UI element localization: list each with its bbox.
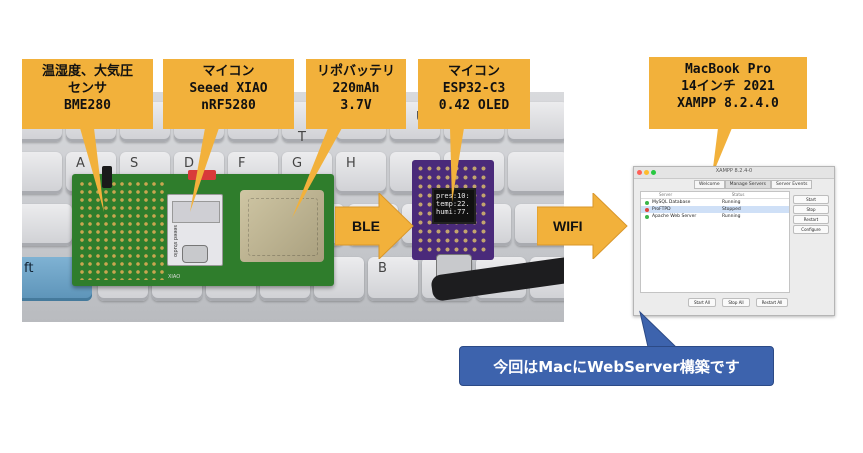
xiao-module: seeed studio — [167, 194, 223, 266]
pointer-esp32 — [450, 128, 464, 202]
key-legend: S — [130, 156, 139, 171]
pointer-xiao — [190, 128, 219, 212]
server-name: MySQL Database — [652, 200, 691, 205]
key-legend: T — [298, 130, 306, 145]
label-line: マイコン — [447, 64, 500, 79]
label-macbook: MacBook Pro 14インチ 2021 XAMPP 8.2.4.0 — [649, 57, 807, 129]
label-line: 220mAh — [332, 81, 380, 96]
keyboard-key — [22, 204, 72, 246]
window-titlebar: XAMPP 8.2.4-0 — [634, 167, 834, 179]
label-line: リポバッテリ — [316, 64, 395, 79]
key-legend: F — [238, 156, 246, 171]
rf-shield — [172, 201, 220, 223]
keyboard-key — [22, 152, 62, 194]
tab-welcome[interactable]: Welcome — [694, 180, 725, 189]
label-line: マイコン — [202, 64, 255, 79]
status-dot-icon — [645, 200, 649, 205]
status-dot-icon — [645, 214, 649, 219]
column-header-status: Status — [731, 192, 745, 197]
ble-arrow — [335, 193, 414, 259]
restart-all-button[interactable]: Restart All — [756, 298, 788, 307]
status-dot-icon — [645, 207, 649, 212]
battery-outline — [248, 198, 318, 256]
server-name: Apache Web Server — [652, 214, 697, 219]
key-legend: A — [76, 156, 85, 171]
label-line: XAMPP 8.2.4.0 — [677, 96, 779, 111]
stop-all-button[interactable]: Stop All — [722, 298, 750, 307]
key-legend: G — [292, 156, 303, 171]
zoom-button[interactable] — [651, 170, 656, 175]
label-line: 0.42 OLED — [438, 98, 510, 113]
server-status: Running — [722, 200, 741, 205]
oled-line: humi:77. — [436, 208, 470, 216]
key-legend: D — [184, 156, 195, 171]
server-list: Server Status MySQL Database Running Pro… — [640, 191, 790, 293]
ble-arrow-label: BLE — [352, 218, 380, 234]
xampp-window: XAMPP 8.2.4-0 Welcome Manage Servers Ser… — [633, 166, 835, 316]
stop-button[interactable]: Stop — [793, 205, 829, 214]
label-line: ESP32-C3 — [442, 81, 506, 96]
bubble-text: 今回はMacにWebServer構築です — [493, 357, 740, 376]
server-row[interactable]: Apache Web Server Running — [641, 213, 789, 220]
tab-manage-servers[interactable]: Manage Servers — [724, 180, 772, 189]
server-status: Running — [722, 214, 741, 219]
board-silkscreen: XIAO — [168, 274, 181, 280]
wifi-arrow-label: WIFI — [553, 218, 583, 234]
label-line: BME280 — [64, 98, 111, 113]
oled-line: temp:22. — [436, 200, 470, 208]
keyboard-key — [508, 152, 564, 194]
arrow-shape — [335, 193, 414, 259]
tab-bar: Welcome Manage Servers Server Events — [694, 180, 813, 189]
label-line: 温湿度、大気圧 — [41, 64, 133, 79]
label-line: センサ — [67, 81, 107, 96]
tab-server-events[interactable]: Server Events — [771, 180, 813, 189]
bubble-tail — [639, 310, 678, 348]
server-name: ProFTPD — [652, 207, 671, 212]
keyboard-key: H — [336, 152, 386, 194]
wifi-arrow — [537, 193, 628, 259]
callout-bubble: 今回はMacにWebServer構築です — [459, 346, 774, 386]
arrow-shape — [537, 193, 628, 259]
minimize-button[interactable] — [644, 170, 649, 175]
server-status: Stopped — [722, 207, 741, 212]
start-all-button[interactable]: Start All — [688, 298, 716, 307]
label-mcu-esp32: マイコン ESP32-C3 0.42 OLED — [418, 59, 530, 129]
xiao-usb-c-port — [182, 245, 208, 263]
protoboard: seeed studio XIAO — [72, 166, 334, 286]
label-battery: リポバッテリ 220mAh 3.7V — [306, 59, 406, 129]
pointer-sensor — [80, 128, 104, 212]
lipo-battery — [240, 190, 324, 262]
label-line: MacBook Pro — [684, 62, 772, 77]
configure-button[interactable]: Configure — [793, 225, 829, 234]
server-row[interactable]: MySQL Database Running — [641, 199, 789, 206]
restart-button[interactable]: Restart — [793, 215, 829, 224]
label-line: Seeed XIAO — [189, 81, 268, 96]
pointer-macbook — [712, 128, 732, 176]
key-legend: H — [346, 156, 356, 171]
pointer-battery — [292, 128, 342, 218]
key-legend: ft — [24, 261, 34, 276]
key-legend: B — [378, 261, 387, 276]
list-header: Server Status — [641, 192, 789, 199]
close-button[interactable] — [637, 170, 642, 175]
keyboard-key: B — [368, 257, 418, 301]
protoboard-holes — [78, 180, 164, 280]
label-sensor: 温湿度、大気圧 センサ BME280 — [22, 59, 153, 129]
server-row[interactable]: ProFTPD Stopped — [641, 206, 789, 213]
window-title: XAMPP 8.2.4-0 — [715, 168, 753, 174]
label-line: 3.7V — [340, 98, 372, 113]
column-header-server: Server — [659, 192, 673, 197]
label-line: 14インチ 2021 — [681, 79, 775, 94]
start-button[interactable]: Start — [793, 195, 829, 204]
label-line: nRF5280 — [201, 98, 256, 113]
standoff — [102, 166, 112, 188]
label-mcu-xiao: マイコン Seeed XIAO nRF5280 — [163, 59, 294, 129]
